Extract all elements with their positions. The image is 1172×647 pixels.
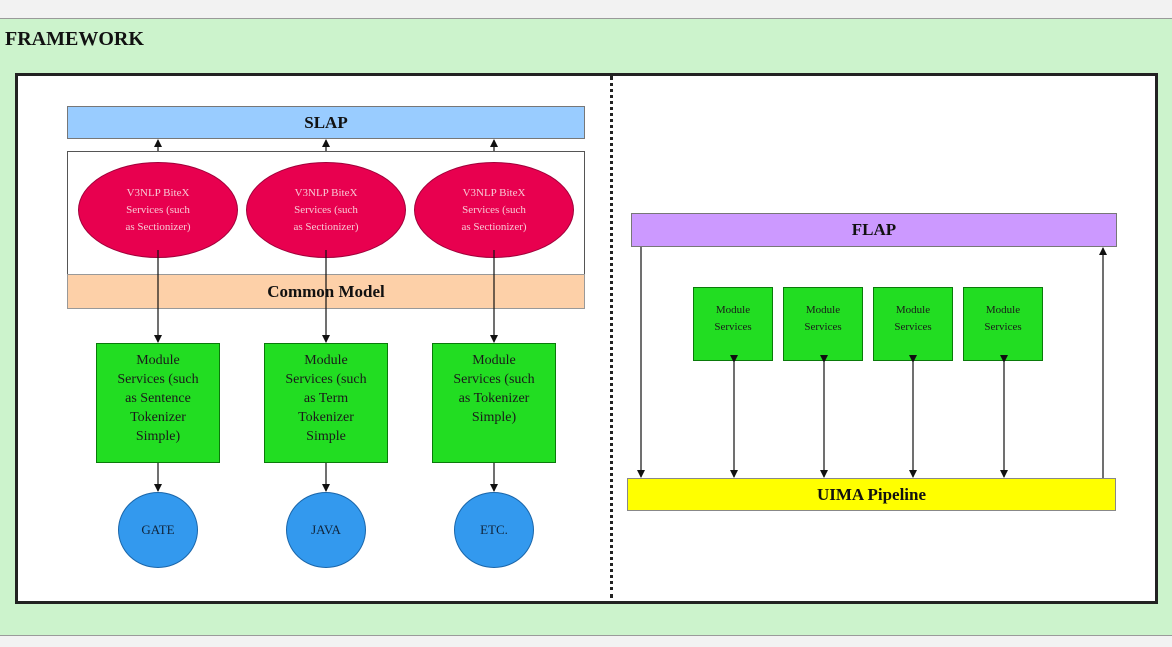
ellipse-line: Services (such (126, 203, 190, 216)
module-line: Services (such (285, 372, 367, 387)
section-divider (610, 76, 613, 598)
bitex-service-ellipse: V3NLP BiteX Services (such as Sectionize… (78, 162, 238, 258)
ellipse-line: V3NLP BiteX (462, 186, 526, 199)
ellipse-line: as Sectionizer) (293, 220, 359, 233)
common-model-bar: Common Model (67, 274, 585, 309)
ellipse-line: as Sectionizer) (461, 220, 527, 233)
module-line: Module (895, 304, 931, 316)
module-services-box: Module Services (such as Sentence Tokeni… (96, 343, 220, 463)
module-line: Simple) (471, 410, 517, 425)
ellipse-line: as Sectionizer) (125, 220, 191, 233)
module-line: Simple (306, 429, 346, 444)
module-line: Services (such (453, 372, 535, 387)
bitex-service-ellipse: V3NLP BiteX Services (such as Sectionize… (246, 162, 406, 258)
bitex-service-ellipse: V3NLP BiteX Services (such as Sectionize… (414, 162, 574, 258)
module-line: Services (such (117, 372, 199, 387)
module-line: Tokenizer (298, 410, 354, 425)
page-title: FRAMEWORK (5, 28, 144, 50)
module-line: Module (715, 304, 751, 316)
module-line: Module (805, 304, 841, 316)
slap-bar: SLAP (67, 106, 585, 139)
module-line: as Term (303, 391, 349, 406)
module-line: Module (136, 353, 180, 368)
ellipse-line: Services (such (294, 203, 358, 216)
module-services-box: Module Services (such as Term Tokenizer … (264, 343, 388, 463)
module-line: Services (804, 321, 842, 333)
flap-bar: FLAP (631, 213, 1117, 247)
ellipse-line: V3NLP BiteX (126, 186, 190, 199)
module-line: Services (894, 321, 932, 333)
module-services-small-box: Module Services (873, 287, 953, 361)
ellipse-line: V3NLP BiteX (294, 186, 358, 199)
module-line: Services (984, 321, 1022, 333)
module-line: Module (304, 353, 348, 368)
ellipse-line: Services (such (462, 203, 526, 216)
module-line: as Sentence (125, 391, 191, 406)
backend-gate-circle: GATE (118, 492, 198, 568)
uima-pipeline-bar: UIMA Pipeline (627, 478, 1116, 511)
backend-java-circle: JAVA (286, 492, 366, 568)
module-line: Module (472, 353, 516, 368)
module-services-small-box: Module Services (783, 287, 863, 361)
module-line: Tokenizer (130, 410, 186, 425)
backend-etc-circle: ETC. (454, 492, 534, 568)
module-services-box: Module Services (such as Tokenizer Simpl… (432, 343, 556, 463)
module-line: Services (714, 321, 752, 333)
module-line: Simple) (135, 429, 181, 444)
module-line: Module (985, 304, 1021, 316)
module-services-small-box: Module Services (693, 287, 773, 361)
module-services-small-box: Module Services (963, 287, 1043, 361)
module-line: as Tokenizer (458, 391, 530, 406)
